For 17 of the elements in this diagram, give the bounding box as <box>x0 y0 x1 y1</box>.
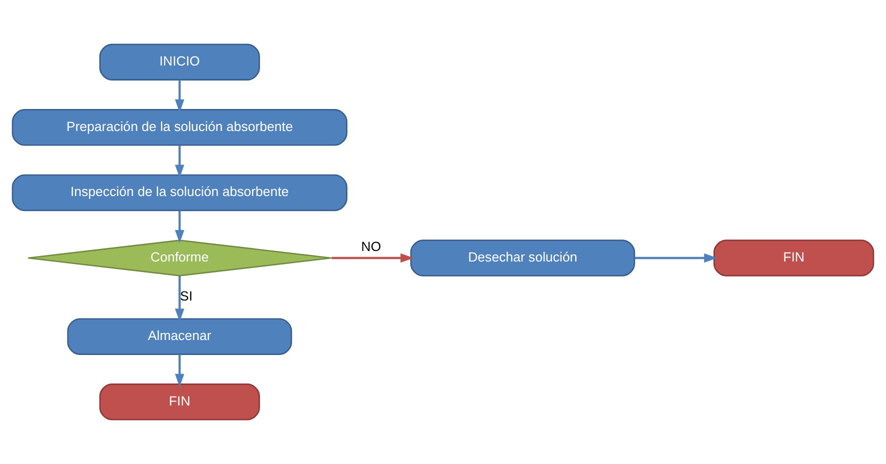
edge-label: NO <box>361 238 382 254</box>
node-box: Almacenar <box>67 318 292 355</box>
arrow <box>174 354 184 388</box>
edge-label: SI <box>180 288 193 304</box>
arrow <box>174 80 184 113</box>
node-box: Preparación de la solución absorbente <box>12 109 348 146</box>
node-box: Inspección de la solución absorbente <box>12 174 348 212</box>
arrow <box>174 210 184 244</box>
node-diamond: Conforme <box>27 240 332 276</box>
arrow <box>174 276 184 322</box>
arrow <box>634 253 718 263</box>
node-box: INICIO <box>99 44 260 80</box>
arrow <box>332 253 414 263</box>
node-box: Desechar solución <box>410 240 636 276</box>
arrow <box>174 145 184 178</box>
node-box: FIN <box>99 384 260 420</box>
node-box: FIN <box>713 240 874 276</box>
